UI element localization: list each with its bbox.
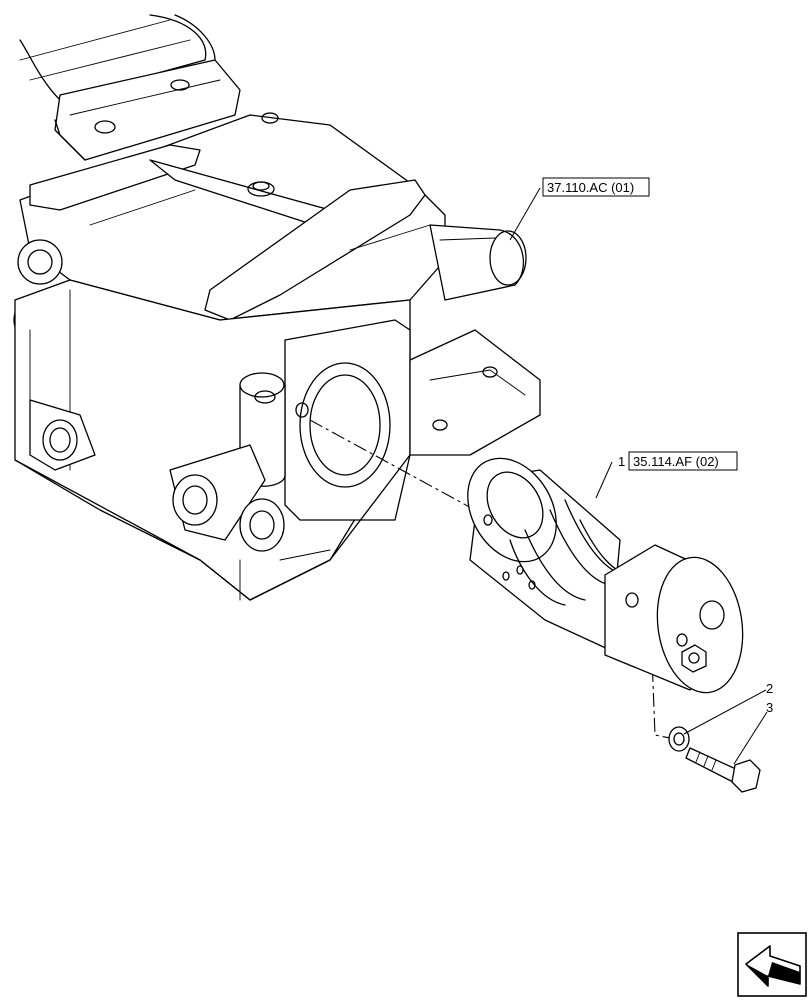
bolt bbox=[685, 747, 761, 793]
callout-2: 2 bbox=[766, 681, 773, 696]
housing-ref-text: 37.110.AC (01) bbox=[547, 180, 634, 195]
housing-ref-leader bbox=[509, 187, 541, 241]
valve-assembly bbox=[467, 457, 744, 694]
rear-axle-housing bbox=[13, 14, 541, 601]
valve-ref-text: 35.114.AF (02) bbox=[633, 454, 719, 469]
valve-ref-box[interactable]: 35.114.AF (02) bbox=[628, 451, 738, 471]
housing-ref-box[interactable]: 37.110.AC (01) bbox=[542, 177, 650, 197]
washer-leader bbox=[683, 689, 767, 735]
washer bbox=[668, 726, 690, 752]
next-page-arrow-icon[interactable] bbox=[737, 932, 807, 997]
bolt-leader bbox=[733, 711, 768, 765]
callout-3: 3 bbox=[766, 700, 773, 715]
valve-ref-leader bbox=[595, 461, 613, 499]
callout-1: 1 bbox=[618, 454, 625, 469]
